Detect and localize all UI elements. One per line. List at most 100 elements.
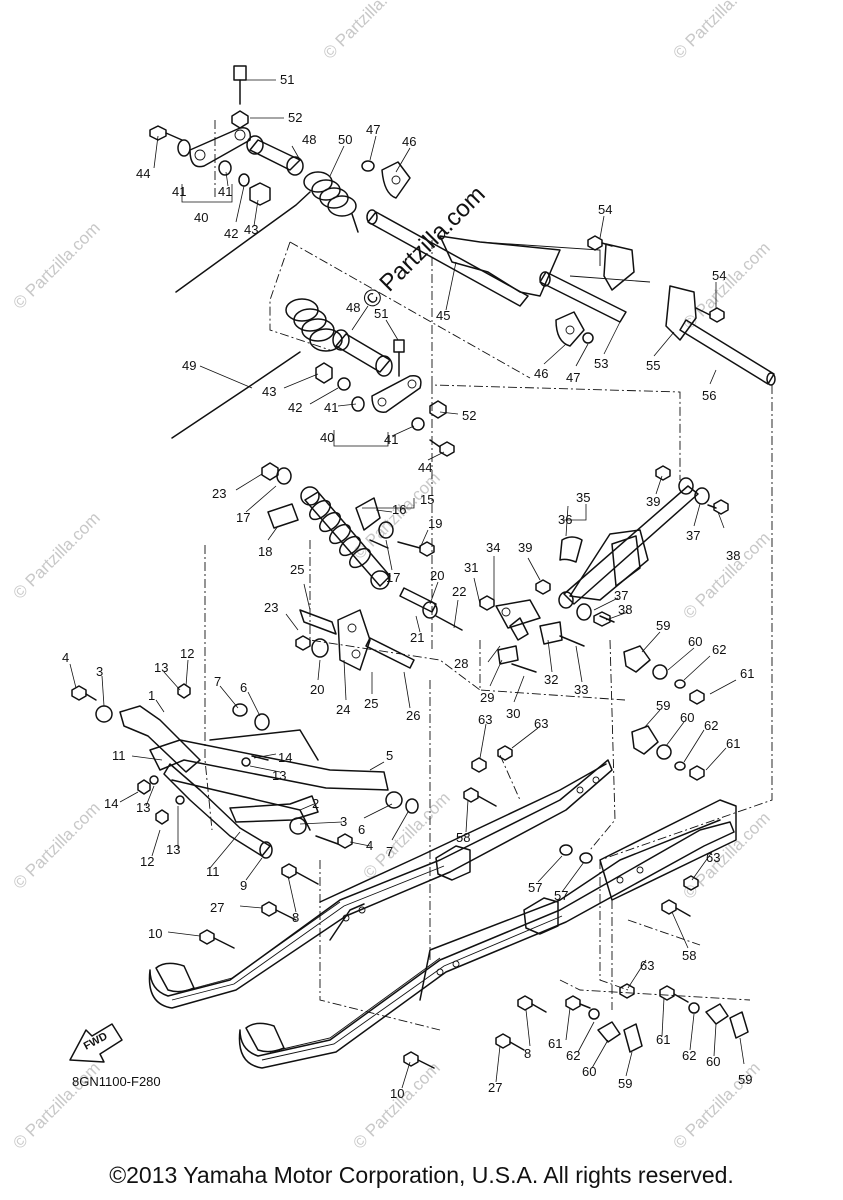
callout-52: 52 [288, 110, 302, 125]
callout-16: 16 [392, 502, 406, 517]
callout-59: 59 [656, 618, 670, 633]
callout-50: 50 [338, 132, 352, 147]
callout-6: 6 [358, 822, 365, 837]
callout-10: 10 [148, 926, 162, 941]
callout-22: 22 [452, 584, 466, 599]
callout-57: 57 [554, 888, 568, 903]
watermark: © Partzilla.com [9, 508, 103, 602]
callout-15: 15 [420, 492, 434, 507]
callout-53: 53 [594, 356, 608, 371]
rear-shock-absorber [535, 465, 729, 627]
callout-63: 63 [706, 850, 720, 865]
callout-21: 21 [410, 630, 424, 645]
callout-61: 61 [726, 736, 740, 751]
watermark: © Partzilla.com [669, 0, 763, 63]
callout-4: 4 [62, 650, 69, 665]
callout-11: 11 [112, 748, 126, 763]
callout-leaders [69, 79, 745, 1089]
watermark-main: © Partzilla.com [357, 181, 490, 314]
assembly-lines [204, 120, 773, 1031]
callout-28: 28 [454, 656, 468, 671]
fwd-label: FWD [82, 1030, 110, 1052]
callout-37: 37 [614, 588, 628, 603]
callout-14: 14 [278, 750, 292, 765]
watermark: © Partzilla.com [319, 0, 413, 63]
callout-36: 36 [558, 512, 572, 527]
callout-13: 13 [166, 842, 180, 857]
callout-34: 34 [486, 540, 500, 555]
callout-41: 41 [218, 184, 232, 199]
callout-47: 47 [366, 122, 380, 137]
callout-58: 58 [456, 830, 470, 845]
callout-23: 23 [264, 600, 278, 615]
slide-rails [148, 759, 737, 1069]
callout-56: 56 [702, 388, 716, 403]
callout-62: 62 [704, 718, 718, 733]
callout-39: 39 [646, 494, 660, 509]
callout-10: 10 [390, 1086, 404, 1101]
callout-48: 48 [302, 132, 316, 147]
callout-24: 24 [336, 702, 350, 717]
rail-hardware [199, 645, 749, 1069]
callout-17: 17 [236, 510, 250, 525]
callout-19: 19 [428, 516, 442, 531]
callout-61: 61 [740, 666, 754, 681]
callout-4: 4 [366, 838, 373, 853]
watermark: © Partzilla.com [349, 1058, 443, 1152]
watermark: © Partzilla.com [679, 238, 773, 332]
callout-59: 59 [738, 1072, 752, 1087]
callout-3: 3 [96, 664, 103, 679]
callout-61: 61 [548, 1036, 562, 1051]
callout-9: 9 [240, 878, 247, 893]
callout-63: 63 [478, 712, 492, 727]
callout-20: 20 [430, 568, 444, 583]
callout-25: 25 [290, 562, 304, 577]
callout-29: 29 [480, 690, 494, 705]
callout-60: 60 [706, 1054, 720, 1069]
callout-55: 55 [646, 358, 660, 373]
callout-59: 59 [618, 1076, 632, 1091]
callout-52: 52 [462, 408, 476, 423]
callout-12: 12 [140, 854, 154, 869]
callout-26: 26 [406, 708, 420, 723]
center-link-assembly [295, 587, 585, 673]
callout-59: 59 [656, 698, 670, 713]
callout-35: 35 [576, 490, 590, 505]
callout-60: 60 [680, 710, 694, 725]
callout-23: 23 [212, 486, 226, 501]
callout-60: 60 [582, 1064, 596, 1079]
copyright-notice: ©2013 Yamaha Motor Corporation, U.S.A. A… [109, 1162, 734, 1188]
drawing-code: 8GN1100-F280 [72, 1074, 161, 1089]
callout-25: 25 [364, 696, 378, 711]
callout-46: 46 [534, 366, 548, 381]
callout-13: 13 [272, 768, 286, 783]
callout-39: 39 [518, 540, 532, 555]
callout-5: 5 [386, 748, 393, 763]
callout-7: 7 [214, 674, 221, 689]
callout-63: 63 [534, 716, 548, 731]
callout-61: 61 [656, 1032, 670, 1047]
callout-12: 12 [180, 646, 194, 661]
callout-44: 44 [418, 460, 432, 475]
callout-63: 63 [640, 958, 654, 973]
callout-32: 32 [544, 672, 558, 687]
callout-38: 38 [726, 548, 740, 563]
callout-7: 7 [386, 844, 393, 859]
front-shock-absorber [261, 462, 435, 590]
callout-11: 11 [206, 864, 220, 879]
callout-37: 37 [686, 528, 700, 543]
callout-1: 1 [148, 688, 155, 703]
callout-3: 3 [340, 814, 347, 829]
callout-42: 42 [288, 400, 302, 415]
callout-57: 57 [528, 880, 542, 895]
callout-20: 20 [310, 682, 324, 697]
callout-27: 27 [488, 1080, 502, 1095]
callout-42: 42 [224, 226, 238, 241]
callout-51: 51 [280, 72, 294, 87]
fwd-arrow-icon: FWD [69, 1023, 123, 1063]
callout-45: 45 [436, 308, 450, 323]
callout-41: 41 [172, 184, 186, 199]
callout-41: 41 [324, 400, 338, 415]
callout-13: 13 [136, 800, 150, 815]
